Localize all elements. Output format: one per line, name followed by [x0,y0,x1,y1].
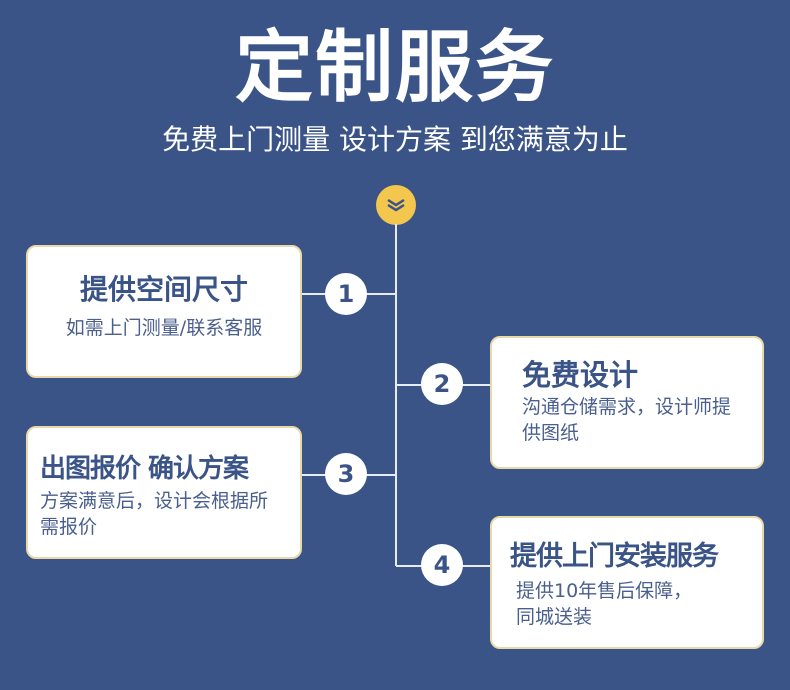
step-card-2: 免费设计 沟通仓储需求，设计师提供图纸 [490,336,764,469]
page-title: 定制服务 [234,23,555,113]
step-title: 免费设计 [522,358,639,392]
step-title: 提供空间尺寸 [79,273,248,306]
step-desc: 沟通仓储需求，设计师提供图纸 [522,396,732,444]
double-chevron-down-icon [387,198,405,212]
timeline-line [395,224,397,566]
step-number-3: 3 [325,453,367,495]
step-number-2: 2 [421,363,463,405]
step-number-4: 4 [421,544,463,586]
step-desc: 如需上门测量/联系客服 [65,317,263,339]
step-title: 出图报价 确认方案 [40,454,249,484]
step-desc: 方案满意后，设计会根据所需报价 [40,490,269,538]
step-desc: 提供10年售后保障，同城送装 [516,580,693,628]
step-title: 提供上门安装服务 [510,541,719,572]
step-number-1: 1 [325,273,367,315]
scroll-down-badge [376,185,416,225]
step-card-1: 提供空间尺寸 如需上门测量/联系客服 [26,245,302,378]
step-card-3: 出图报价 确认方案 方案满意后，设计会根据所需报价 [26,426,302,559]
page-subtitle: 免费上门测量 设计方案 到您满意为止 [162,123,628,156]
step-card-4: 提供上门安装服务 提供10年售后保障，同城送装 [490,516,764,649]
